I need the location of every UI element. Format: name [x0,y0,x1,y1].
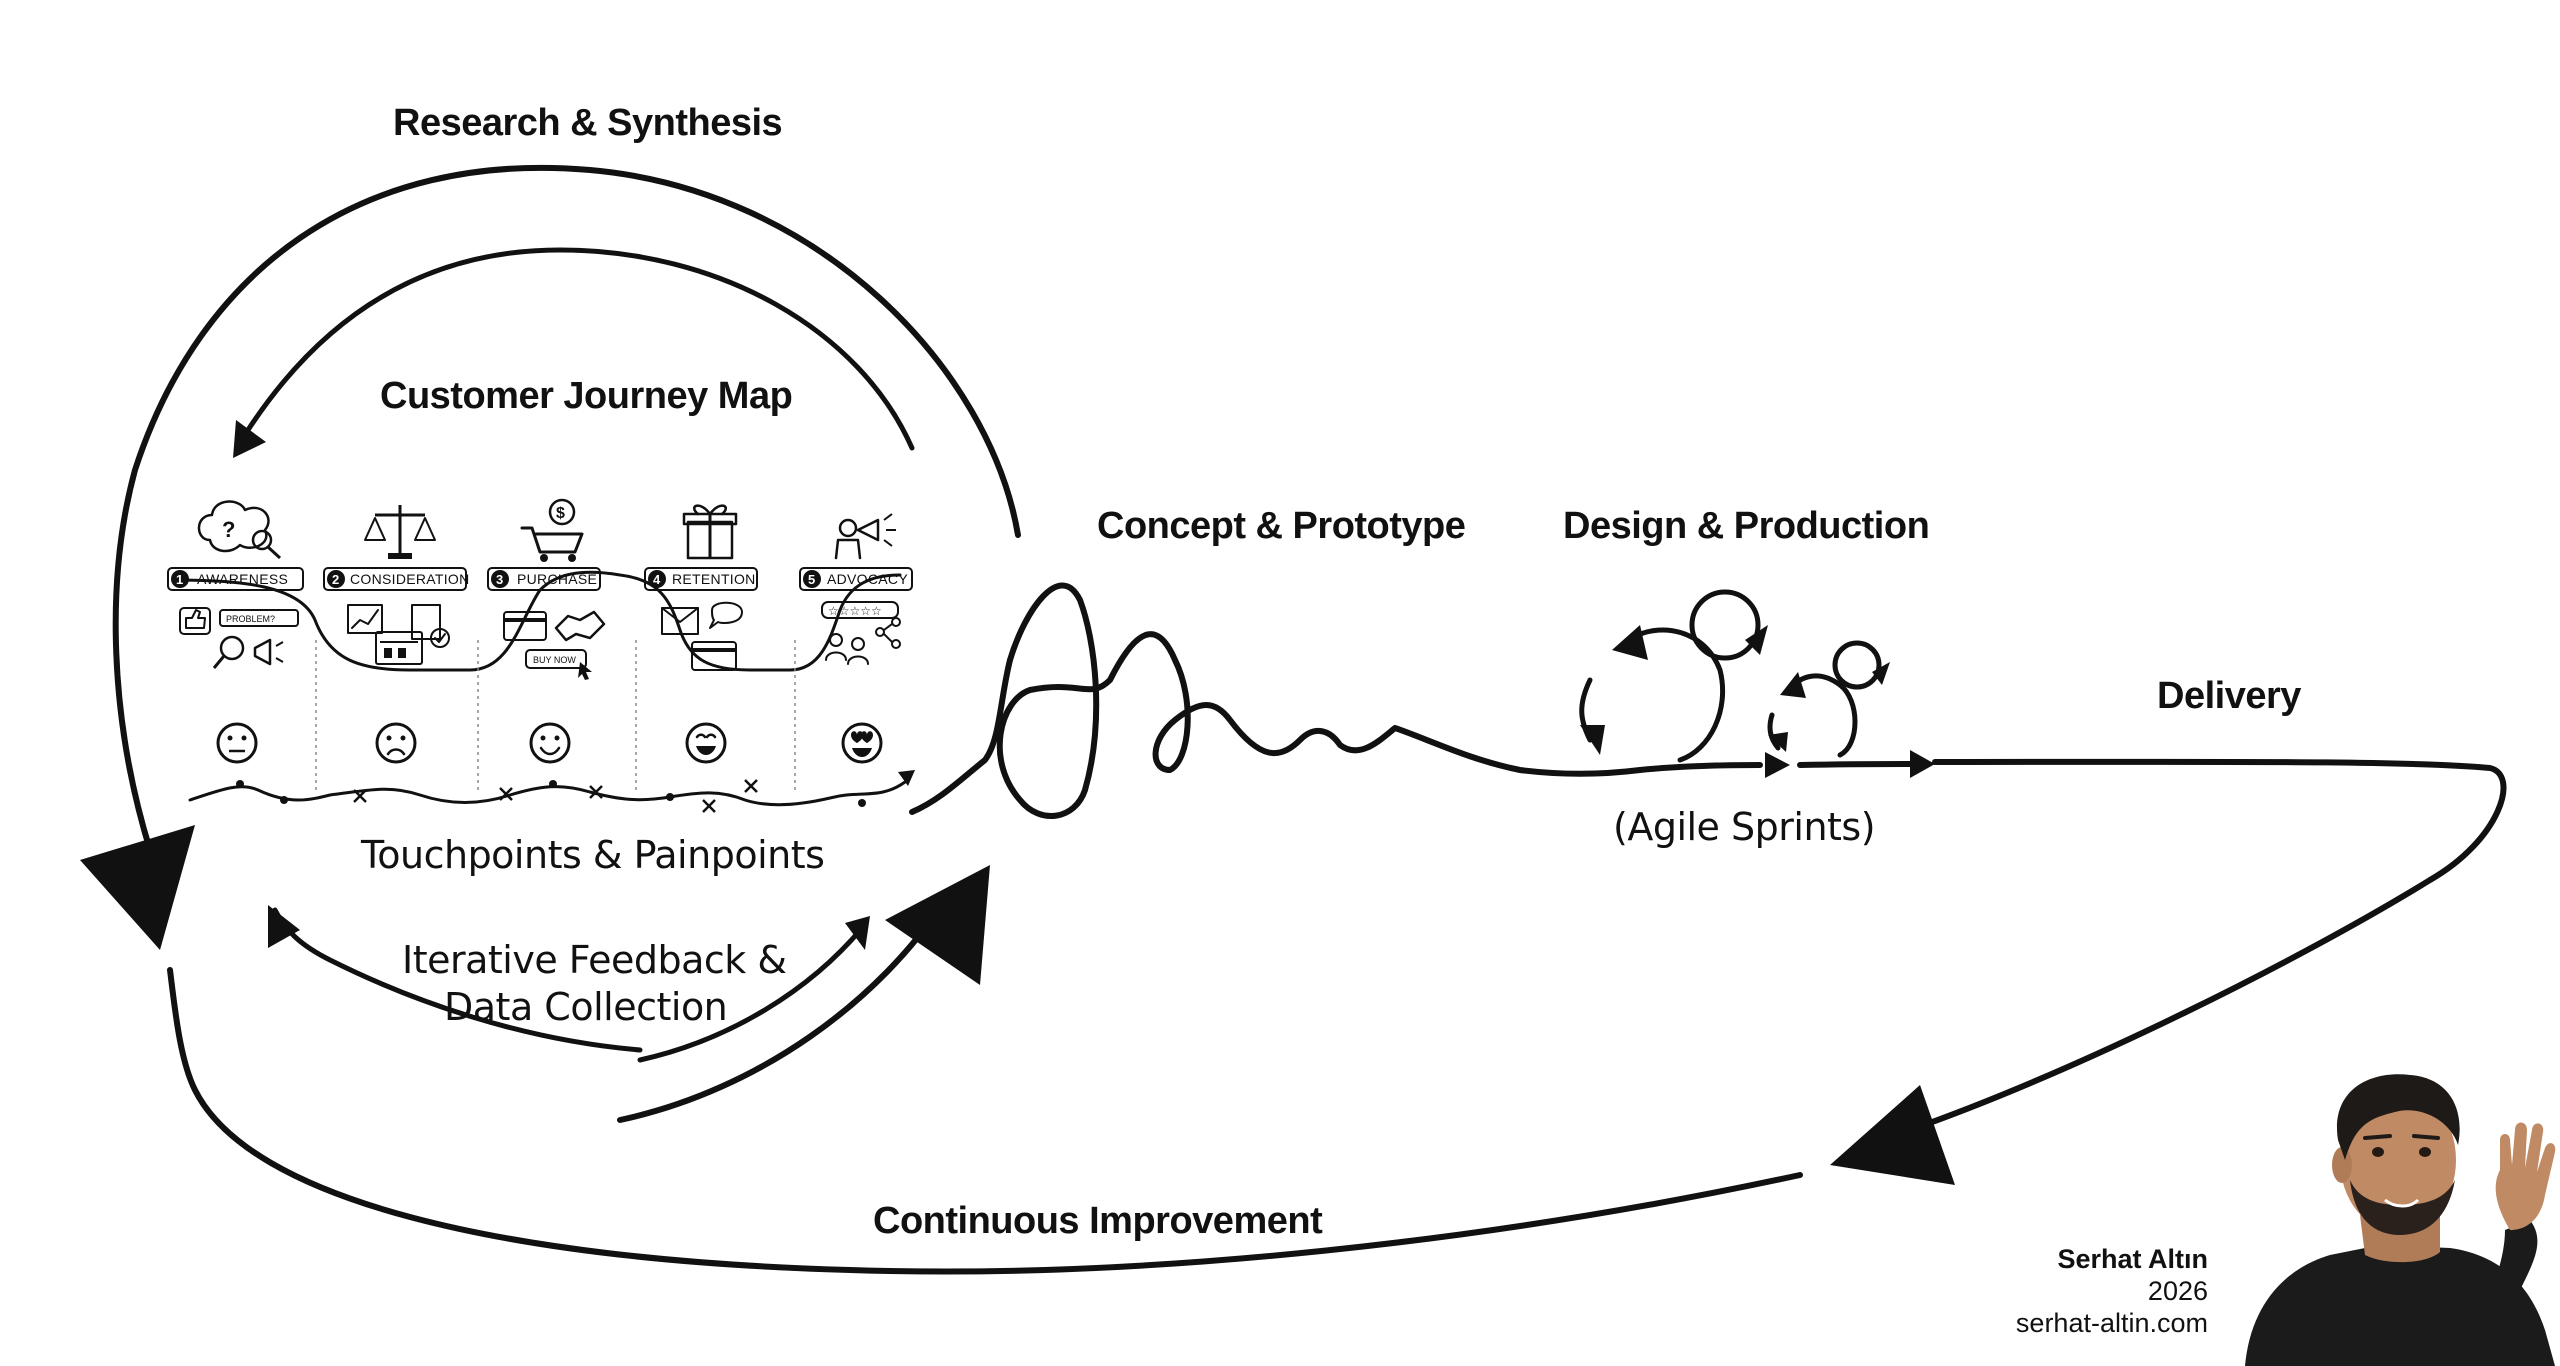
feedback-left-arrowhead [268,905,300,948]
customer-journey-map-title: Customer Journey Map [380,375,792,417]
megaphone-person-icon [834,513,896,560]
stage-label-awareness: AWARENESS [197,571,288,587]
iterative-feedback-label-line1: Iterative Feedback & [402,938,786,982]
heart-eyes-face-icon [841,722,883,764]
concept-prototype-label: Concept & Prototype [1097,505,1465,547]
author-year: 2026 [2148,1276,2208,1306]
neutral-face-icon [216,722,258,764]
sprint-arrowhead-2 [1910,750,1935,778]
megaphone-icon [253,638,284,666]
author-name: Serhat Altın [2057,1244,2208,1274]
journey-arc-arrowhead [233,420,266,458]
design-production-label: Design & Production [1563,505,1929,547]
continuous-improvement-label: Continuous Improvement [873,1200,1323,1242]
research-synthesis-outer-loop [80,164,1021,950]
happy-face-icon [529,722,571,764]
magnifier-icon [212,635,245,669]
stage-number-5: 5 [808,572,815,587]
stage-consideration: 2 CONSIDERATION [323,505,470,764]
stage-number-3: 3 [496,572,503,587]
shopping-cart-icon: $ [520,498,584,562]
svg-text:☆☆☆☆☆: ☆☆☆☆☆ [828,604,882,618]
stage-number-4: 4 [653,572,661,587]
touchpoint-dot [280,796,288,804]
stage-number-1: 1 [176,572,183,587]
stage-purchase: $ 3 PURCHASE BUY NOW [487,498,606,764]
touchpoint-dot [549,780,557,788]
svg-text:$: $ [556,505,565,522]
return-arrowhead [1830,1085,1955,1185]
agile-sprints-label: (Agile Sprints) [1613,805,1875,849]
concept-prototype-squiggle [909,582,1643,819]
stage-retention: 4 RETENTION [644,504,758,764]
iterative-feedback-arrows [268,865,990,1123]
thumbs-up-icon [179,607,211,635]
sprint-arrowhead-1 [1765,752,1790,778]
buy-now-label: BUY NOW [533,655,576,665]
feedback-large-arrowhead [885,865,990,985]
credit-card-icon [503,611,547,641]
buy-now-button: BUY NOW [525,649,592,680]
touchpoint-painpoint-line [188,770,915,813]
svg-text:?: ? [222,517,235,542]
chart-documents-icon [347,604,450,665]
problem-tag: PROBLEM? [226,614,275,624]
painpoint-marks [353,779,758,813]
stage-advocacy: 5 ADVOCACY ☆☆☆☆☆ [799,513,913,764]
delivery-label: Delivery [2157,675,2301,717]
author-avatar [2245,1074,2556,1366]
feedback-small-arrowhead [845,916,870,950]
agile-sprint-loops [1579,589,1935,778]
author-website: serhat-altin.com [2016,1308,2208,1338]
sad-face-icon [375,722,417,764]
stage-label-retention: RETENTION [672,571,756,587]
chat-bubble-icon [709,601,743,629]
stage-label-advocacy: ADVOCACY [827,571,908,587]
stage-label-purchase: PURCHASE [517,571,597,587]
thought-bubble-magnifier-icon: ? [197,500,282,560]
touchpoint-dot [236,780,244,788]
touchpoints-painpoints-label: Touchpoints & Painpoints [360,833,824,877]
research-synthesis-label: Research & Synthesis [393,102,782,144]
stage-number-2: 2 [332,572,339,587]
stage-label-consideration: CONSIDERATION [350,571,470,587]
continuous-improvement-loop [167,758,2507,1275]
balance-scale-icon [364,505,436,559]
love-letter-icon [661,607,699,635]
gift-box-icon [682,504,738,560]
grinning-face-icon [685,722,727,764]
customer-journey-map-arc [233,247,915,458]
stage-awareness: ? 1 AWARENESS PROBLEM? [167,500,304,764]
touchpoint-dot [666,793,674,801]
touchpoint-dot [858,799,866,807]
credit-block: Serhat Altın 2026 serhat-altin.com [2016,1244,2208,1338]
community-share-icon [825,617,901,665]
outer-loop-arrowhead [80,825,195,950]
five-star-rating-icon: ☆☆☆☆☆ [821,601,899,619]
handshake-icon [554,610,606,642]
loyalty-card-icon [691,641,737,671]
customer-journey-map: ? 1 AWARENESS PROBLEM? [167,498,915,813]
